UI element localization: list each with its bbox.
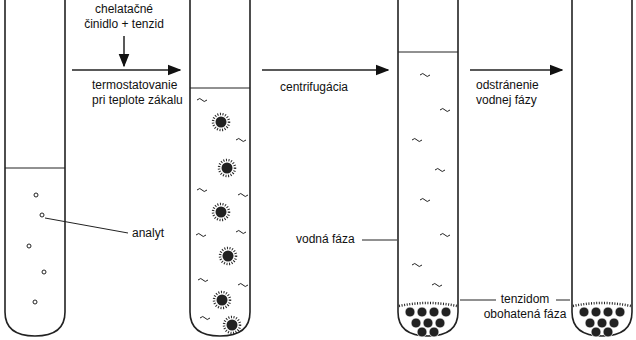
surfactant-molecule [420,199,430,202]
test-tube [5,0,65,336]
surfactant-molecule [238,284,248,287]
analyte-dot [33,300,37,304]
micelle-core [411,318,421,328]
micelle [220,248,236,264]
micelle-core [591,307,601,317]
micelle-core [217,295,228,306]
micelle-core [603,327,613,337]
micelle-core [222,163,233,174]
surfactant-molecule [420,74,430,77]
surfactant-molecule [197,189,207,192]
surfactant-molecule [412,264,422,267]
micelle [214,292,230,308]
micelle-core [223,251,234,262]
surfactant-molecule [435,169,445,172]
micelle [213,114,229,130]
process-label: analyt [132,226,192,241]
surfactant-molecule [440,234,450,237]
micelle-core [405,307,415,317]
micelle [213,204,229,220]
leader-line [362,240,397,241]
surfactant-molecule [412,139,422,142]
process-arrow [470,69,562,71]
analyte-dot [40,213,44,217]
micelle-core [615,307,625,317]
surfactant-molecule [236,139,246,142]
micelle-core [597,318,607,328]
process-label: termostatovanie pri teplote zákalu [92,78,194,108]
micelle-core [216,117,227,128]
micelle [219,160,235,176]
test-tube [572,0,632,336]
leader-line [460,300,496,301]
micelle-core [429,307,439,317]
micelle-core [609,318,619,328]
micelle-core [423,318,433,328]
micelle-core [435,318,445,328]
surfactant-molecule [238,194,248,197]
test-tube [398,0,458,336]
process-arrow [262,69,388,71]
analyte-dot [34,193,38,197]
surfactant-molecule [197,99,207,102]
micelle-core [441,307,451,317]
micelle-core [417,327,427,337]
micelle-core [417,307,427,317]
micelle-core [579,307,589,317]
process-label: vodná fáza [296,232,362,247]
reagent-arrow [123,36,125,66]
micelle-core [216,207,227,218]
micelle-core [585,318,595,328]
phase-boundary [573,303,631,306]
surfactant-molecule [198,279,208,282]
process-label: odstránenie vodnej fázy [476,78,558,108]
leader-line [556,300,570,301]
liquid-level [398,52,458,53]
process-arrow [72,69,180,71]
test-tube [190,0,250,336]
micelle-core [227,320,238,331]
analyte-dot [27,244,31,248]
liquid-level [190,88,250,89]
leader-line [45,218,128,233]
surfactant-molecule [440,109,450,112]
analyte-dot [42,270,46,274]
micelle-core [429,327,439,337]
liquid-level [5,168,65,169]
surfactant-molecule [236,231,246,234]
surfactant-molecule [432,284,442,287]
surfactant-molecule [196,234,206,237]
phase-boundary [399,303,457,306]
micelle-core [603,307,613,317]
micelle [224,317,240,333]
micelle-core [591,327,601,337]
surfactant-molecule [200,317,210,320]
process-label: tenzidom obohatená fáza [480,292,570,322]
process-label: centrifugácia [280,80,380,95]
process-label: chelatačné činidlo + tenzid [81,2,167,32]
